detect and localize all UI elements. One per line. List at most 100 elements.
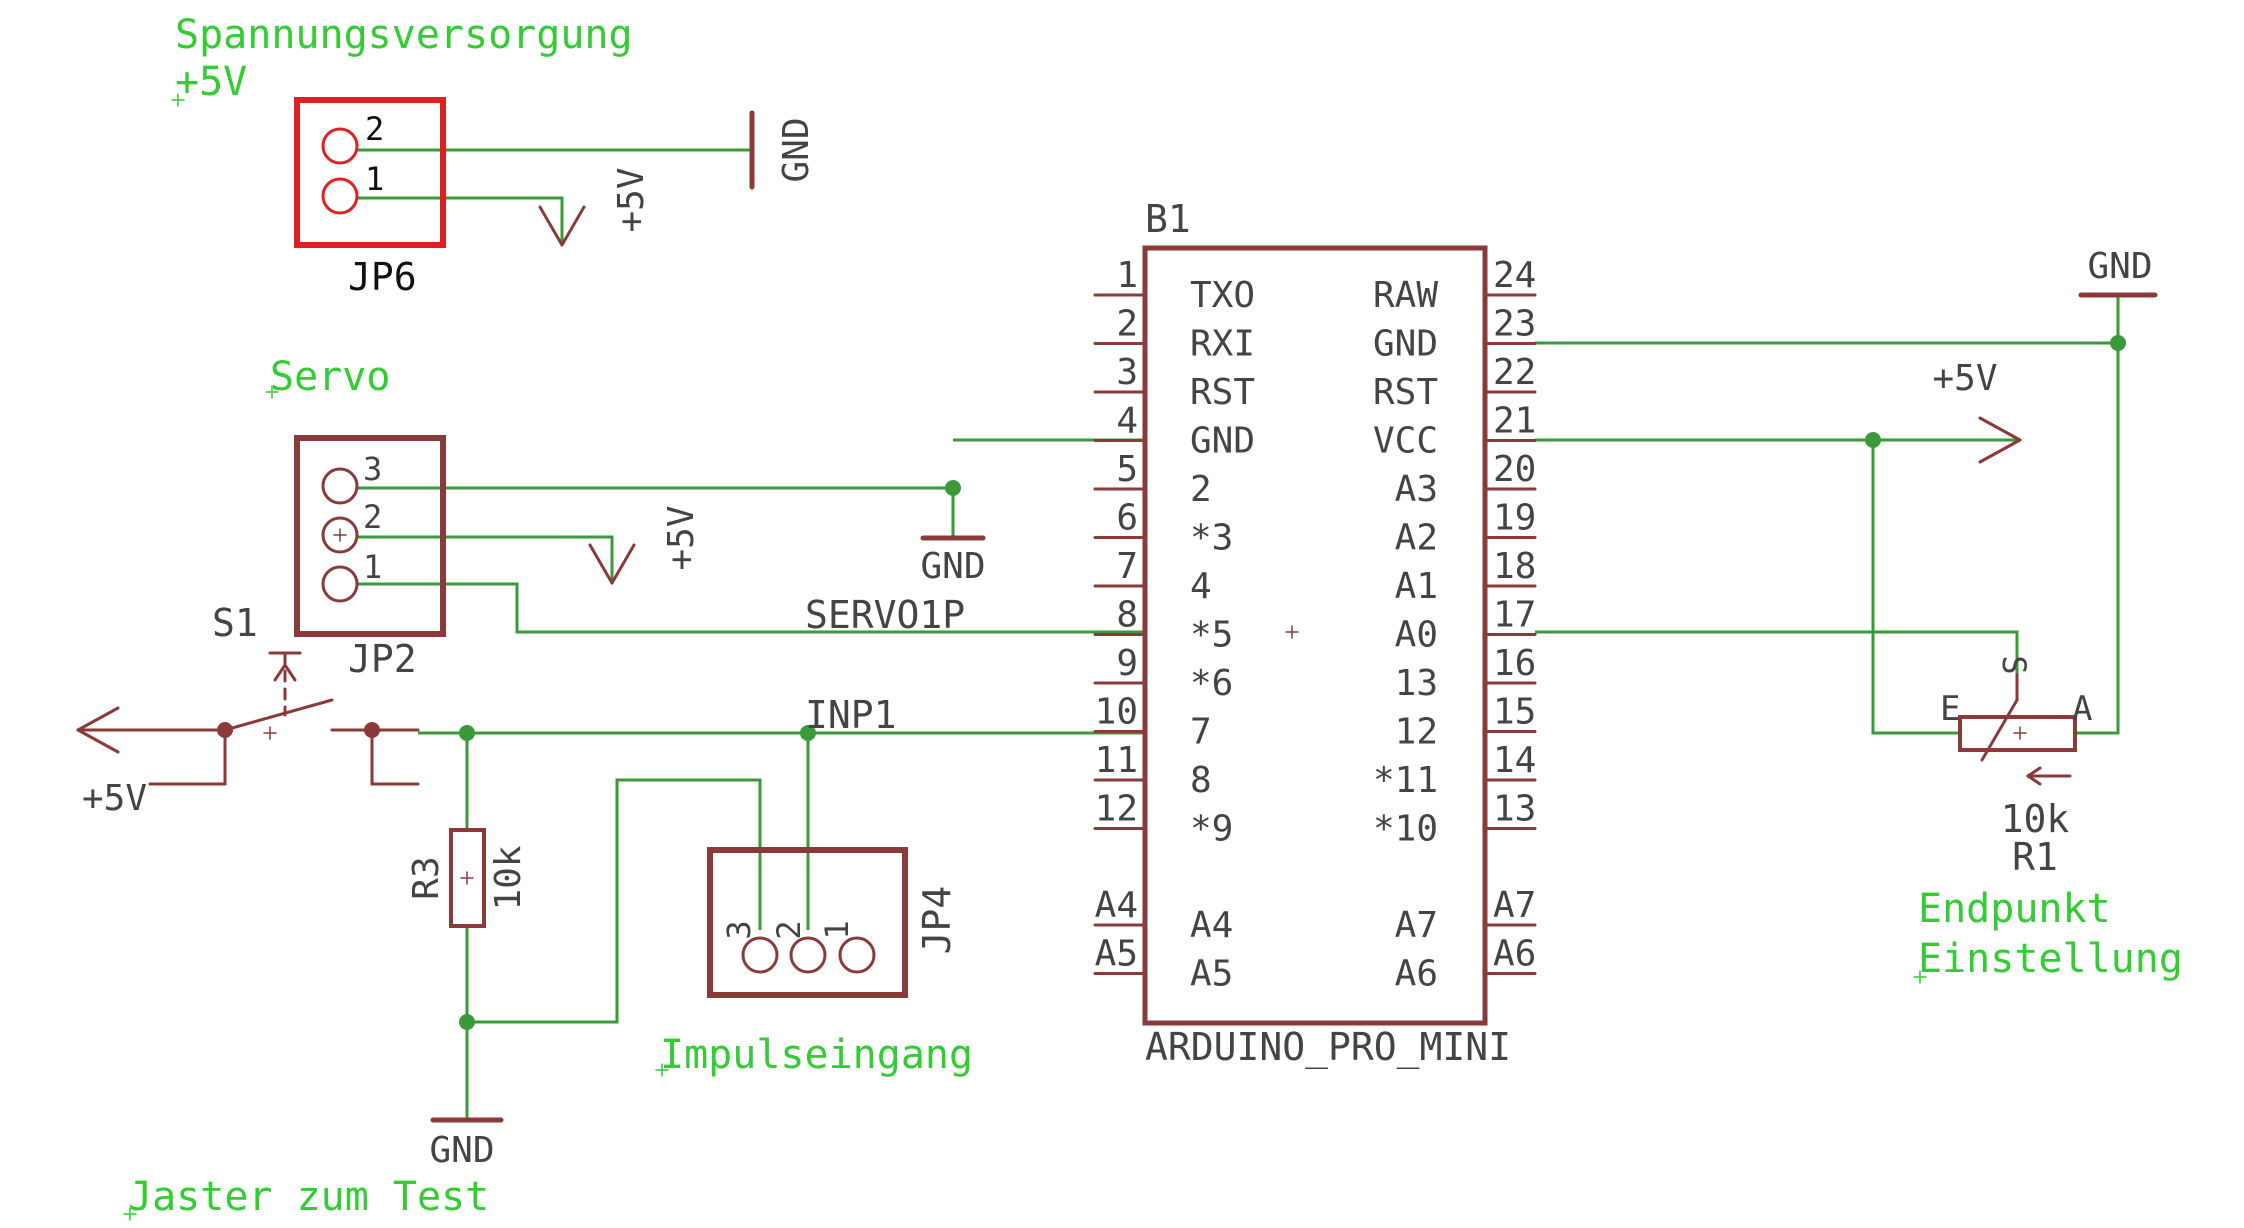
b1-pin-label: *3 [1190, 518, 1233, 559]
wire [357, 582, 1145, 634]
b1-pin-label: 12 [1395, 712, 1438, 753]
net-vcc-label: +5V [661, 505, 702, 570]
b1-value: ARDUINO_PRO_MINI [1145, 1025, 1511, 1070]
note-pulse-input: Impulseingang [660, 1032, 973, 1078]
b1-pin-number: 10 [1095, 692, 1138, 733]
b1-pin-label: RST [1190, 372, 1255, 413]
b1-pin-number: 23 [1493, 304, 1536, 345]
net-vcc-label: +5V [611, 167, 652, 232]
jp6-pin-label: 1 [365, 160, 384, 198]
b1-pin-number: A5 [1095, 934, 1138, 975]
jp4-pin [838, 936, 876, 974]
supply-arrow [1978, 416, 2022, 442]
r3-value: 10k [488, 845, 529, 910]
b1-pin-label: 2 [1190, 469, 1212, 510]
note-endpoint: Endpunkt [1918, 886, 2111, 932]
wire [1871, 440, 1960, 735]
wire [1535, 630, 2019, 675]
b1-pin-number: 20 [1493, 449, 1536, 490]
jp6-name: JP6 [348, 255, 417, 299]
jp2-pin-label: 1 [363, 548, 382, 586]
b1-pin-number: 12 [1095, 789, 1138, 830]
r1-arrow [2026, 774, 2042, 786]
b1-pin-number: 2 [1116, 304, 1138, 345]
jp6-pin-label: 2 [365, 110, 384, 148]
b1-pin-label: 13 [1395, 663, 1438, 704]
jp4-name: JP4 [915, 886, 959, 955]
b1-pin-label: RAW [1373, 275, 1438, 316]
b1-pin-number: 9 [1116, 643, 1138, 684]
wire [357, 196, 564, 245]
net-gnd-label: GND [429, 1130, 494, 1171]
net-servo-label: SERVO1P [805, 593, 965, 637]
wire [357, 535, 614, 583]
b1-pin-number: 15 [1493, 692, 1536, 733]
note-plus5v: +5V [175, 59, 247, 105]
b1-pin-label: RXI [1190, 324, 1255, 365]
b1-pin-number: 13 [1493, 789, 1536, 830]
note-servo: Servo [270, 354, 390, 400]
b1-pin-label: VCC [1373, 421, 1438, 462]
note-test-button: Jaster zum Test [128, 1174, 489, 1220]
jp6-body [294, 97, 446, 248]
b1-pin-number: 4 [1116, 401, 1138, 442]
net-inp-label: INP1 [805, 693, 897, 737]
b1-pin-number: 14 [1493, 740, 1536, 781]
b1-pin-label: A6 [1395, 954, 1438, 995]
net-gnd-label: GND [2087, 246, 2152, 287]
r1-pin-e: E [1940, 689, 1960, 729]
b1-pin-number: 3 [1116, 352, 1138, 393]
supply-arrow [76, 728, 120, 754]
b1-pin-number: 16 [1493, 643, 1536, 684]
b1-pin-label: A5 [1190, 954, 1233, 995]
r1-body [1958, 715, 2077, 752]
b1-pin-number: A4 [1095, 885, 1138, 926]
jp2-pin [321, 516, 359, 554]
jp2-body [294, 435, 446, 637]
jp4-body [707, 847, 908, 998]
jp2-name: JP2 [348, 637, 417, 681]
net-vcc-label: +5V [1932, 358, 1997, 399]
b1-pin-number: A6 [1493, 934, 1536, 975]
b1-pin-number: 8 [1116, 595, 1138, 636]
b1-name: B1 [1145, 197, 1191, 241]
jp2-pin [321, 467, 359, 505]
labels: 21JP6GND+5V321JP2GND+5VSERVO1PS1+5VINP1R… [82, 12, 2183, 1221]
jp2-pin-label: 3 [363, 450, 382, 488]
b1-pin-number: 7 [1116, 546, 1138, 587]
b1-pin-label: A7 [1395, 905, 1438, 946]
b1-pin-label: RST [1373, 372, 1438, 413]
wires [357, 148, 2126, 1120]
b1-pin-label: 8 [1190, 760, 1212, 801]
b1-pin-number: A7 [1493, 885, 1536, 926]
jp6-pin-2 [321, 127, 359, 165]
b1-pin-label: *10 [1373, 809, 1438, 850]
wire [2075, 295, 2120, 735]
s1-lever [223, 698, 334, 732]
r1-value: 10k [2001, 797, 2070, 841]
b1-pin-label: GND [1373, 324, 1438, 365]
b1-pin-label: *6 [1190, 663, 1233, 704]
b1-pin-label: GND [1190, 421, 1255, 462]
jp2-pin [321, 565, 359, 603]
b1-pin-label: A1 [1395, 566, 1438, 607]
jp4-pin [789, 936, 827, 974]
r3-name: R3 [406, 856, 447, 899]
b1-pin-label: *11 [1373, 760, 1438, 801]
junction-dot [945, 480, 961, 496]
parts [76, 97, 2158, 1123]
b1-pin-number: 18 [1493, 546, 1536, 587]
b1-pin-number: 11 [1095, 740, 1138, 781]
b1-pin-number: 21 [1493, 401, 1536, 442]
b1-pin-number: 6 [1116, 498, 1138, 539]
note-endpoint: Einstellung [1918, 936, 2183, 982]
jp2-pin-label: 2 [363, 498, 382, 536]
jp6-pin-1 [321, 177, 359, 215]
supply-arrow [588, 543, 614, 585]
b1-pin-number: 1 [1116, 255, 1138, 296]
b1-pin-number: 19 [1493, 498, 1536, 539]
r1-pin-a: A [2072, 689, 2092, 729]
supply-arrow [1978, 438, 2022, 464]
supply-arrow [610, 543, 636, 585]
